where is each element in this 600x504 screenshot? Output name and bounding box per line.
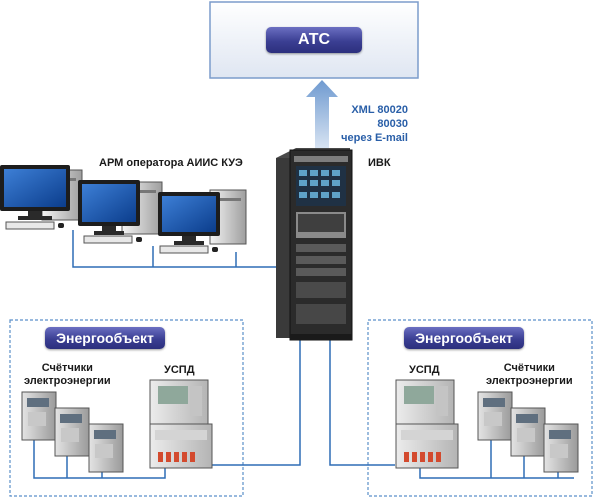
server-rack: [276, 148, 353, 341]
workstation-3: [158, 189, 247, 254]
right-meters-label-line-1: Счётчики: [503, 362, 555, 374]
left-meters-label-line-1: Счётчики: [41, 362, 93, 374]
right-meters-label-line-2: электроэнергии: [486, 375, 573, 387]
meter-right-3: [543, 423, 579, 473]
left-meters-label-line-2: электроэнергии: [24, 375, 111, 387]
uspd-left: [149, 379, 213, 469]
uspd-right: [395, 379, 459, 469]
meter-left-1: [21, 391, 57, 441]
arm-label: АРМ оператора АИИС КУЭ: [99, 157, 243, 169]
ats-label: АТС: [266, 27, 362, 53]
right-object-frame: [367, 319, 593, 497]
right-uspd-label: УСПД: [409, 364, 440, 376]
transfer-line-1: XML 80020: [351, 104, 408, 116]
ivk-label: ИВК: [368, 157, 391, 169]
right-meters-label: Счётчики электроэнергии: [486, 362, 573, 388]
left-object-frame: [9, 319, 244, 497]
workstation-2: [78, 180, 163, 244]
network-lines: [33, 230, 574, 479]
upload-arrow: [306, 80, 338, 148]
left-object-title: Энергообъект: [45, 327, 165, 349]
meter-right-2: [510, 407, 546, 457]
transfer-line-3: через E-mail: [341, 132, 408, 144]
transfer-line-2: 80030: [377, 118, 408, 130]
transfer-protocol-label: XML 80020 80030 через E-mail: [300, 103, 408, 145]
meter-left-3: [88, 423, 124, 473]
meter-left-2: [54, 407, 90, 457]
workstation-1: [0, 165, 83, 230]
meter-right-1: [477, 391, 513, 441]
right-object-title: Энергообъект: [404, 327, 524, 349]
left-meters-label: Счётчики электроэнергии: [24, 362, 111, 388]
left-uspd-label: УСПД: [164, 364, 195, 376]
